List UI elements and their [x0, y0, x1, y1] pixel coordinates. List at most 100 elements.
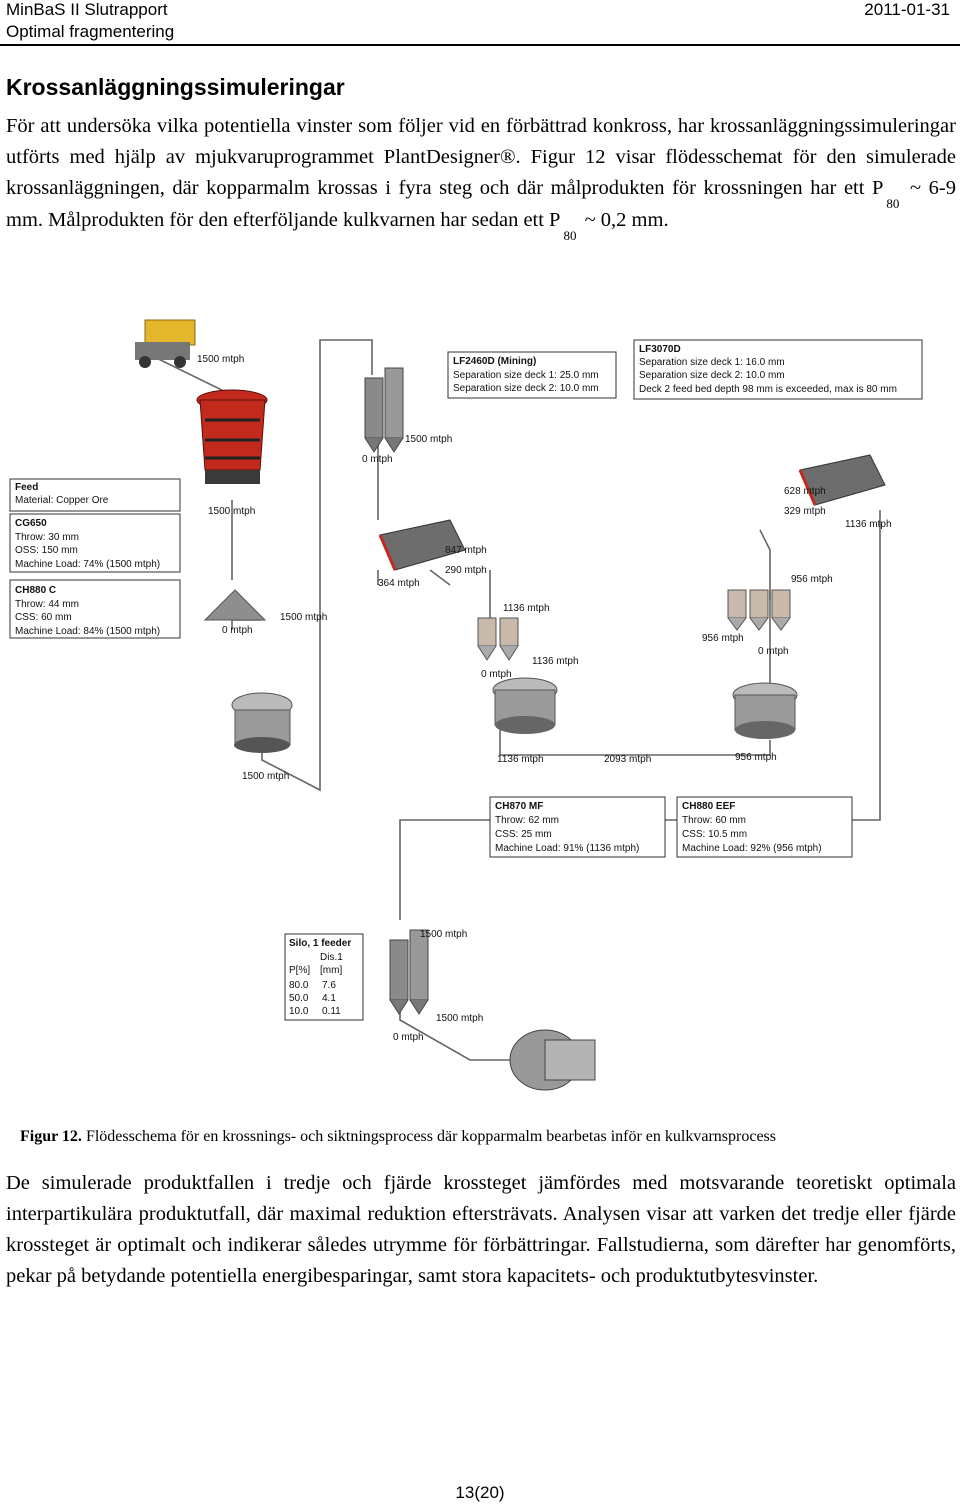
box-line: Separation size deck 2: 10.0 mm: [639, 370, 785, 381]
ch880c-info-box: CH880 C Throw: 44 mm CSS: 60 mm Machine …: [9, 579, 181, 639]
box-line: Separation size deck 2: 10.0 mm: [453, 383, 599, 394]
flow-label: 0 mtph: [393, 1032, 424, 1043]
flow-label: 1500 mtph: [405, 434, 452, 445]
box-line: CSS: 60 mm: [15, 612, 72, 623]
screen-1-icon: [378, 519, 466, 571]
ch880eef-info-box: CH880 EEF Throw: 60 mm CSS: 10.5 mm Mach…: [676, 796, 853, 858]
feed-info-box: Feed Material: Copper Ore: [9, 478, 181, 512]
box-line: OSS: 150 mm: [15, 545, 78, 556]
flow-label: 0 mtph: [758, 646, 789, 657]
flow-label: 1500 mtph: [208, 506, 255, 517]
box-line: P[%]: [289, 965, 310, 976]
box-cell: 4.1: [322, 993, 336, 1004]
caption-label: Figur 12.: [20, 1128, 82, 1145]
flow-label: 1136 mtph: [497, 754, 544, 765]
flow-label: 329 mtph: [784, 506, 826, 517]
dump-truck-icon: [135, 319, 196, 368]
box-title: CH870 MF: [495, 801, 543, 812]
flow-label: 1500 mtph: [436, 1013, 483, 1024]
box-cell: 50.0: [289, 993, 309, 1004]
flow-label: 1136 mtph: [503, 603, 550, 614]
box-title: CH880 C: [15, 585, 56, 596]
figure-caption: Figur 12. Flödesschema för en krossnings…: [20, 1128, 776, 1146]
intro-subscript-2: 80: [563, 228, 577, 243]
flow-label: 1500 mtph: [197, 354, 244, 365]
flow-label: 0 mtph: [222, 625, 253, 636]
flow-label: 290 mtph: [445, 565, 487, 576]
info-boxes: Feed Material: Copper Ore CG650 Throw: 3…: [9, 339, 923, 1021]
cone-crusher-2-icon: [492, 677, 558, 734]
intro-subscript-1: 80: [886, 196, 900, 211]
box-line: Throw: 62 mm: [495, 815, 559, 826]
flow-label: 0 mtph: [481, 669, 512, 680]
cone-crusher-3-icon: [732, 682, 798, 739]
flow-label: 2093 mtph: [604, 754, 651, 765]
flow-label: 1136 mtph: [845, 519, 892, 530]
flow-label: 1500 mtph: [420, 929, 467, 940]
box-line: Material: Copper Ore: [15, 495, 109, 506]
flow-label: 364 mtph: [378, 578, 420, 589]
box-line: Separation size deck 1: 16.0 mm: [639, 357, 785, 368]
flow-label: 1136 mtph: [532, 656, 579, 667]
silo-info-box: Silo, 1 feeder Dis.1 P[%] [mm] 80.0 7.6 …: [284, 933, 364, 1021]
flow-labels: 1500 mtph 1500 mtph 0 mtph 1500 mtph 150…: [197, 354, 892, 1043]
cone-crusher-1-icon: [231, 692, 293, 753]
box-line: CSS: 25 mm: [495, 829, 552, 840]
box-line: Deck 2 feed bed depth 98 mm is exceeded,…: [639, 384, 897, 395]
box-line: Throw: 60 mm: [682, 815, 746, 826]
box-title: CG650: [15, 518, 47, 529]
flow-label: 1500 mtph: [280, 612, 327, 623]
box-line: Throw: 44 mm: [15, 599, 79, 610]
report-title: MinBaS II Slutrapport: [6, 0, 168, 19]
header-rule: [0, 44, 960, 46]
box-cell: 0.11: [322, 1006, 341, 1017]
box-title: LF2460D (Mining): [453, 356, 536, 367]
bin-2-icon: [727, 589, 791, 631]
flow-label: 1500 mtph: [242, 771, 289, 782]
flow-label: 956 mtph: [791, 574, 833, 585]
flow-label: 628 mtph: [784, 486, 826, 497]
ball-mill-icon: [509, 1029, 596, 1091]
intro-text-3: ~ 0,2 mm.: [579, 209, 669, 231]
box-title: CH880 EEF: [682, 801, 735, 812]
box-line: Machine Load: 92% (956 mtph): [682, 843, 822, 854]
flow-label: 0 mtph: [362, 454, 393, 465]
silo-2-icon: [389, 929, 429, 1015]
page-header: MinBaS II Slutrapport Optimal fragmenter…: [0, 0, 960, 46]
box-title: Feed: [15, 482, 38, 493]
box-line: Machine Load: 91% (1136 mtph): [495, 843, 639, 854]
box-line: [mm]: [320, 965, 342, 976]
cg650-info-box: CG650 Throw: 30 mm OSS: 150 mm Machine L…: [9, 513, 181, 573]
box-line: Separation size deck 1: 25.0 mm: [453, 370, 599, 381]
intro-paragraph: För att undersöka vilka potentiella vins…: [6, 111, 956, 243]
box-line: Machine Load: 84% (1500 mtph): [15, 626, 160, 637]
box-line: Machine Load: 74% (1500 mtph): [15, 559, 160, 570]
box-line: Dis.1: [320, 952, 343, 963]
report-date: 2011-01-31: [864, 0, 950, 19]
gyratory-crusher-icon: [196, 389, 268, 484]
bin-1-icon: [477, 617, 519, 661]
ch870-info-box: CH870 MF Throw: 62 mm CSS: 25 mm Machine…: [489, 796, 666, 858]
flow-label: 847 mtph: [445, 545, 487, 556]
flow-label: 956 mtph: [735, 752, 777, 763]
silo-1-icon: [364, 367, 404, 453]
screen-2-icon: [798, 454, 886, 506]
flow-label: 956 mtph: [702, 633, 744, 644]
box-cell: 7.6: [322, 980, 336, 991]
lf3070-info-box: LF3070D Separation size deck 1: 16.0 mm …: [633, 339, 923, 400]
report-subtitle: Optimal fragmentering: [6, 22, 175, 41]
page-number: 13(20): [455, 1483, 505, 1502]
lf2460-info-box: LF2460D (Mining) Separation size deck 1:…: [447, 351, 617, 399]
intro-text-1: För att undersöka vilka potentiella vins…: [6, 115, 956, 199]
box-line: CSS: 10.5 mm: [682, 829, 747, 840]
section-title: Krossanläggningssimuleringar: [6, 74, 345, 100]
box-cell: 80.0: [289, 980, 309, 991]
conclusion-paragraph: De simulerade produktfallen i tredje och…: [6, 1172, 956, 1287]
box-title: Silo, 1 feeder: [289, 938, 351, 949]
flow-diagram: 1500 mtph 1500 mtph 0 mtph 1500 mtph 150…: [9, 319, 923, 1091]
equipment: [135, 319, 886, 1091]
box-line: Throw: 30 mm: [15, 532, 79, 543]
intro-text-2: ~ 6-9 mm. Målprodukten för den efterfölj…: [6, 177, 956, 231]
box-cell: 10.0: [289, 1006, 309, 1017]
caption-text: Flödesschema för en krossnings- och sikt…: [81, 1128, 776, 1145]
